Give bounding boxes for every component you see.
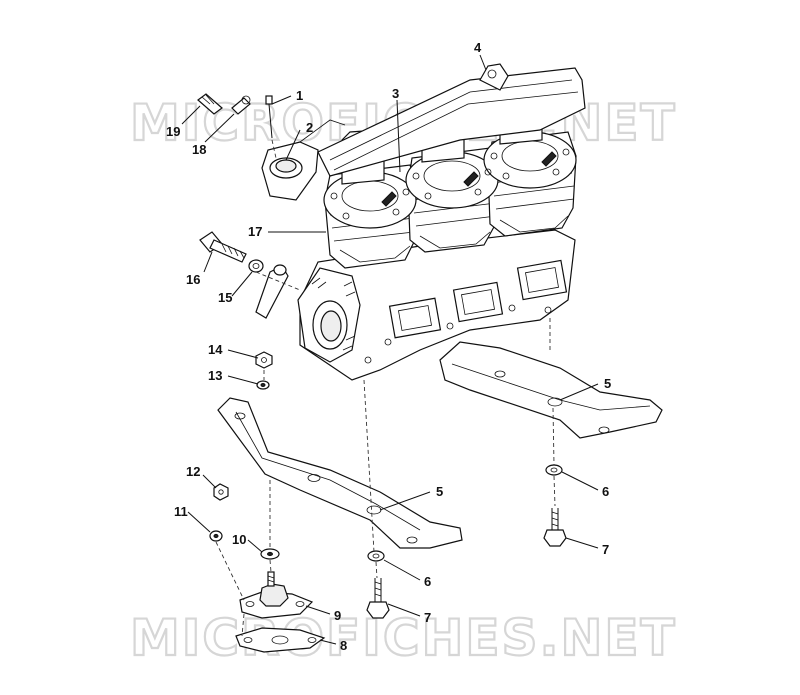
- part-19-fitting: [197, 93, 223, 115]
- engine-block: [261, 63, 586, 381]
- callout-6-rear: 6: [602, 484, 609, 499]
- callout-16: 16: [186, 272, 200, 287]
- watermark-bottom: MICROFICHES.NET: [130, 609, 677, 667]
- part-6-washer-rear: [545, 464, 563, 476]
- callout-14: 14: [208, 342, 223, 357]
- part-5-mount-plate-front: [217, 397, 463, 549]
- part-6-washer-front: [367, 550, 385, 562]
- part-13-washer: [256, 380, 270, 390]
- callout-18: 18: [192, 142, 206, 157]
- part-7-bolt-rear: [543, 508, 567, 547]
- callout-6-front: 6: [424, 574, 431, 589]
- callout-10: 10: [232, 532, 246, 547]
- callout-1: 1: [296, 88, 303, 103]
- callout-8: 8: [340, 638, 347, 653]
- callout-19: 19: [166, 124, 180, 139]
- part-7-bolt-front: [366, 578, 390, 619]
- part-8-shim: [235, 627, 326, 653]
- part-15-washer: [248, 259, 264, 273]
- part-10-washer: [260, 548, 280, 560]
- callout-labels: 1 2 3 4 5 5 6 6 7 7 8 9 10 11 12 13 14 1…: [166, 40, 611, 653]
- alignment-lines: [215, 271, 556, 637]
- part-12-nut: [213, 483, 229, 501]
- callout-2: 2: [306, 120, 313, 135]
- leader-lines: [181, 54, 599, 645]
- part-1-bolt: [265, 95, 277, 159]
- part-11-washer: [209, 530, 223, 542]
- callout-7-front: 7: [424, 610, 431, 625]
- part-14-nut: [255, 351, 273, 369]
- part-5-mount-plate-rear: [439, 341, 663, 439]
- callout-7-rear: 7: [602, 542, 609, 557]
- callout-17: 17: [248, 224, 262, 239]
- callout-13: 13: [208, 368, 222, 383]
- callout-11: 11: [174, 504, 188, 519]
- callout-12: 12: [186, 464, 200, 479]
- part-9-rubber-mount: [239, 571, 314, 619]
- callout-4: 4: [474, 40, 482, 55]
- part-16-bolt: [199, 231, 247, 263]
- callout-5-front: 5: [436, 484, 443, 499]
- part-18-clip: [231, 95, 251, 115]
- callout-9: 9: [334, 608, 341, 623]
- callout-15: 15: [218, 290, 232, 305]
- callout-3: 3: [392, 86, 399, 101]
- hose: [255, 264, 289, 319]
- callout-5-rear: 5: [604, 376, 611, 391]
